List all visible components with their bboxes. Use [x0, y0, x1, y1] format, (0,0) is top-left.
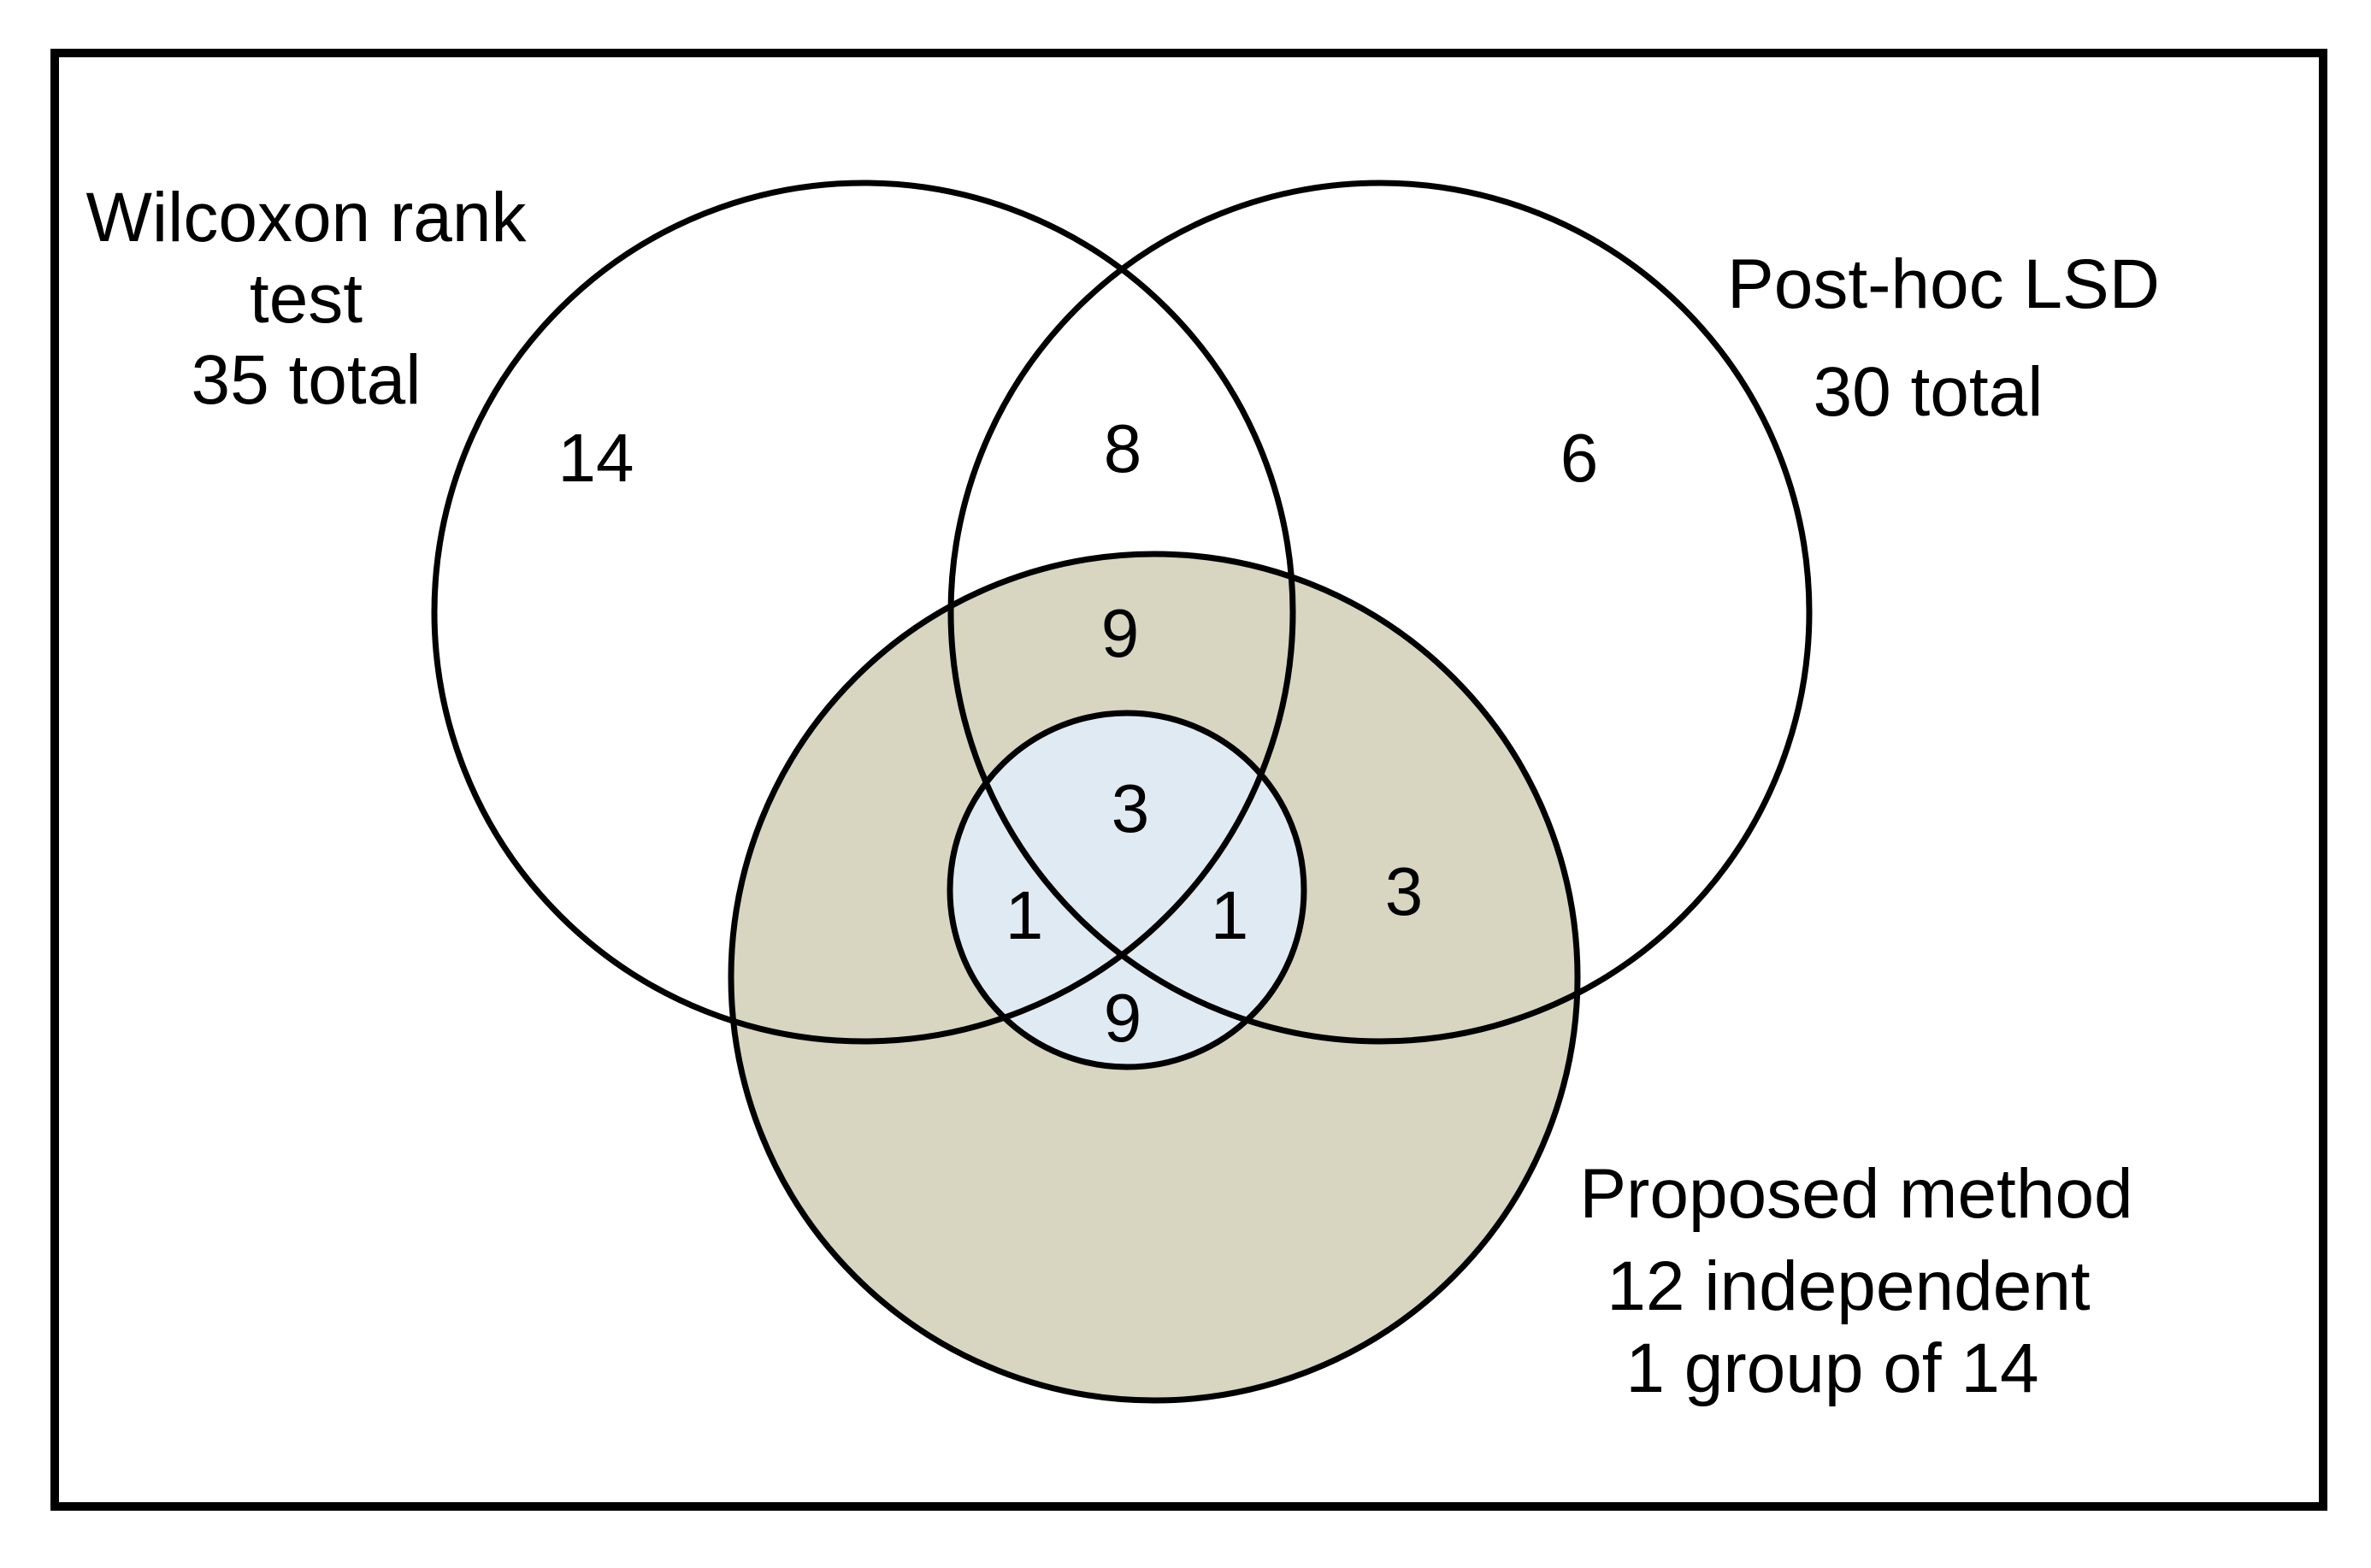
count-wilcoxon-posthoc: 8 — [1104, 410, 1142, 486]
inner-group-circle — [947, 710, 1307, 1070]
posthoc-label-line2: 30 total — [1814, 353, 2044, 431]
count-all-three-inner-top: 3 — [1112, 770, 1150, 846]
count-inner-left: 1 — [1006, 877, 1044, 953]
posthoc-lsd-circle — [947, 180, 1813, 1045]
proposed-label-line3: 1 group of 14 — [1625, 1329, 2038, 1407]
wilcoxon-label-line1: Wilcoxon rank — [86, 179, 528, 256]
wilcoxon-label-line2: test — [250, 260, 363, 338]
posthoc-label-line1: Post-hoc LSD — [1727, 245, 2160, 323]
count-wilcoxon-only: 14 — [558, 420, 634, 496]
count-posthoc-only: 6 — [1560, 420, 1599, 496]
count-wilcoxon-posthoc-proposed: 9 — [1101, 595, 1140, 671]
wilcoxon-label-line3: 35 total — [192, 341, 422, 419]
wilcoxon-circle — [431, 180, 1296, 1045]
proposed-label-line1: Proposed method — [1579, 1155, 2132, 1233]
count-inner-bottom: 9 — [1104, 980, 1142, 1056]
proposed-label-line2: 12 independent — [1607, 1247, 2091, 1325]
count-inner-right: 1 — [1211, 877, 1249, 953]
count-posthoc-proposed: 3 — [1385, 853, 1424, 929]
